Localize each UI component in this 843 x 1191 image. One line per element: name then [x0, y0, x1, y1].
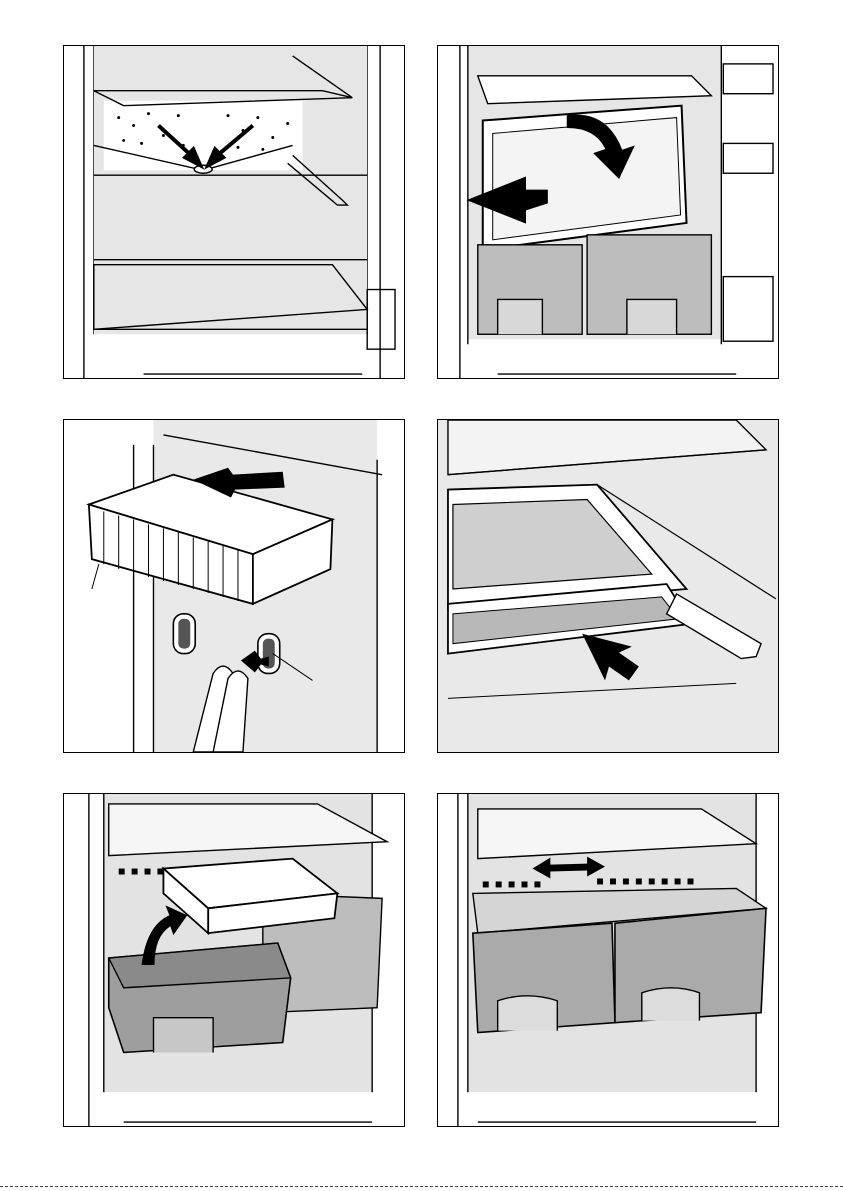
door-bin-removal-icon [64, 420, 404, 752]
glass-shelf-insert-icon [438, 420, 778, 752]
illustration-panel-small-tray-removal [63, 793, 405, 1127]
illustration-panel-adjust-divider [437, 793, 779, 1127]
page-bottom-rule [0, 1186, 843, 1187]
illustration-panel-glass-shelf-insert [437, 419, 779, 753]
illustration-panel-door-bin-removal [63, 419, 405, 753]
defrost-drain-icon [64, 46, 404, 378]
small-tray-removal-icon [64, 794, 404, 1126]
illustration-panel-remove-crisper-lid [437, 45, 779, 379]
remove-crisper-lid-icon [438, 46, 778, 378]
illustration-panel-defrost-drain [63, 45, 405, 379]
adjust-divider-icon [438, 794, 778, 1126]
